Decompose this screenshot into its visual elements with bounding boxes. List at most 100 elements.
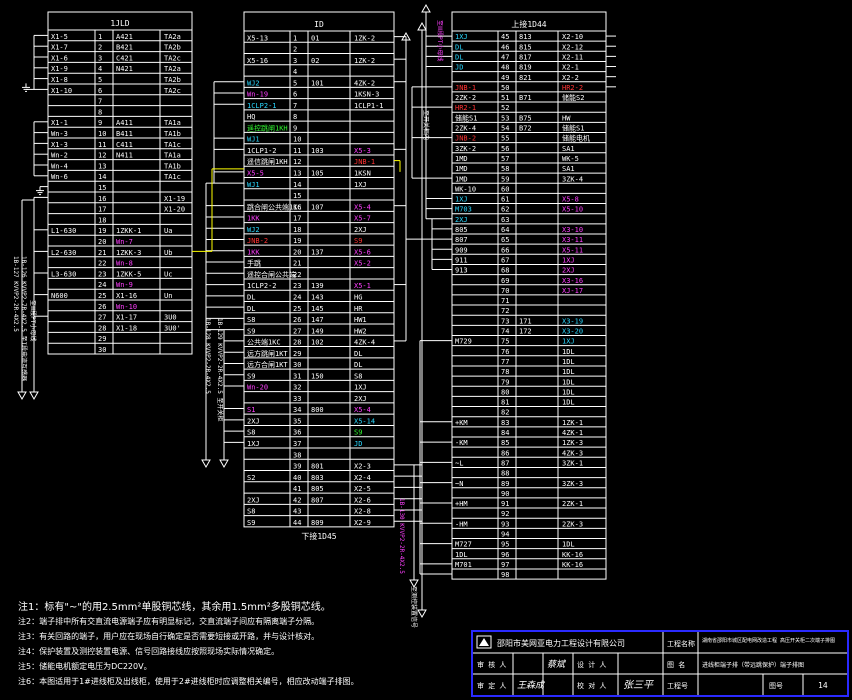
cell-terminal-no: 84 (501, 429, 509, 437)
cell-terminal-no: 23 (98, 270, 106, 278)
cell-right: X2-12 (562, 43, 583, 51)
cell-right: 储能S1 (562, 124, 584, 133)
cell-terminal-no: 67 (501, 256, 509, 264)
cell-terminal-no: 93 (501, 520, 509, 528)
arrow-up-icon (417, 21, 427, 31)
cell-terminal-no: 81 (501, 399, 509, 407)
drawing-label: 图 名 (667, 660, 685, 669)
cell-terminal-no: 14 (293, 181, 301, 189)
cell-terminal-no: 27 (98, 314, 106, 322)
cell-terminal-no: 14 (98, 173, 106, 181)
cell-left: JNB-2 (247, 237, 268, 245)
table-row: 38 (293, 451, 301, 459)
cell-left: 1DL (455, 551, 468, 559)
cell-left: 2XJ (247, 417, 260, 425)
cell-wire-no: X1-16 (116, 292, 137, 300)
cell-right: DL (354, 361, 362, 369)
cell-left: X1-5 (51, 33, 68, 41)
title-block: 邵阳市美网亚电力工程设计有限公司 工程名称 湖南省邵阳市城区配电网改造工程 高压… (471, 630, 849, 697)
cell-left: 遥控合闸公共端 (247, 270, 296, 279)
table-row: 30 (98, 346, 106, 354)
cell-terminal-no: 2 (293, 46, 297, 54)
cell-wire-no: 803 (311, 474, 324, 482)
cell-right: HR (354, 305, 363, 313)
cell-left: WJ2 (247, 226, 260, 234)
role-approver: 审 定 人 (477, 681, 506, 690)
cell-wire-no: 807 (311, 496, 324, 504)
cell-right: TA1a (164, 119, 181, 127)
cell-right: X1-19 (164, 195, 185, 203)
cell-right: TA2c (164, 54, 181, 62)
cell-wire-no: N411 (116, 152, 133, 160)
cell-wire-no: 107 (311, 203, 324, 211)
cell-left: 1CLP2-2 (247, 282, 277, 290)
cell-left: 遥信跳闸1KH (247, 157, 288, 166)
cell-left: 跳合闸公共端1KC (247, 202, 302, 211)
cell-terminal-no: 42 (293, 496, 301, 504)
cell-left: ~L (455, 459, 463, 467)
cell-right: X5-4 (354, 203, 371, 211)
cell-right: 1DL (562, 368, 575, 376)
cell-terminal-no: 31 (293, 372, 301, 380)
cell-terminal-no: 72 (501, 307, 509, 315)
cable-label: 至测控装置信号 (410, 586, 418, 628)
cell-left: 1KK (247, 248, 260, 256)
cell-right: 2XJ (354, 395, 367, 403)
cable-label: 1B-127 KVVP2-2R-4X2.5 (12, 256, 19, 332)
note-3: 注3：有关回路的端子，用户应在现场自行确定是否需要短接或开路，并与设计核对。 (18, 632, 320, 641)
cell-wire-no: 821 (519, 74, 532, 82)
cell-terminal-no: 66 (501, 246, 509, 254)
cell-terminal-no: 69 (501, 277, 509, 285)
cell-left: JD (455, 64, 463, 72)
cell-terminal-no: 97 (501, 561, 509, 569)
cell-right: X5-2 (354, 260, 371, 268)
cell-wire-no: 172 (519, 328, 532, 336)
cell-left: 2ZK-2 (455, 94, 476, 102)
cell-left: M703 (455, 206, 472, 214)
cell-terminal-no: 29 (98, 335, 106, 343)
cell-wire-no: A421 (116, 33, 133, 41)
cell-right: WK-5 (562, 155, 579, 163)
cell-right: 1XJ (354, 181, 367, 189)
table-header: 1JLD (110, 19, 129, 28)
cell-terminal-no: 15 (293, 192, 301, 200)
cell-left: WJ1 (247, 136, 260, 144)
cell-left: 913 (455, 267, 468, 275)
cell-right: X1-20 (164, 206, 185, 214)
cell-terminal-no: 80 (501, 388, 509, 396)
cell-right: TA1b (164, 130, 181, 138)
cell-terminal-no: 17 (98, 206, 106, 214)
cell-right: JD (354, 440, 362, 448)
cell-left: JNB-1 (455, 84, 476, 92)
cell-wire-no: 805 (311, 485, 324, 493)
cell-right: TA1c (164, 173, 181, 181)
cell-terminal-no: 25 (98, 292, 106, 300)
cell-terminal-no: 13 (98, 162, 106, 170)
cell-terminal-no: 32 (293, 384, 301, 392)
cell-wire-no: 815 (519, 43, 532, 51)
cell-left: 2XJ (247, 496, 260, 504)
cell-right: 3U0' (164, 324, 181, 332)
cell-terminal-no: 17 (293, 215, 301, 223)
cell-right: X2-2 (562, 74, 579, 82)
cell-terminal-no: 10 (98, 130, 106, 138)
cell-wire-no: 150 (311, 372, 324, 380)
